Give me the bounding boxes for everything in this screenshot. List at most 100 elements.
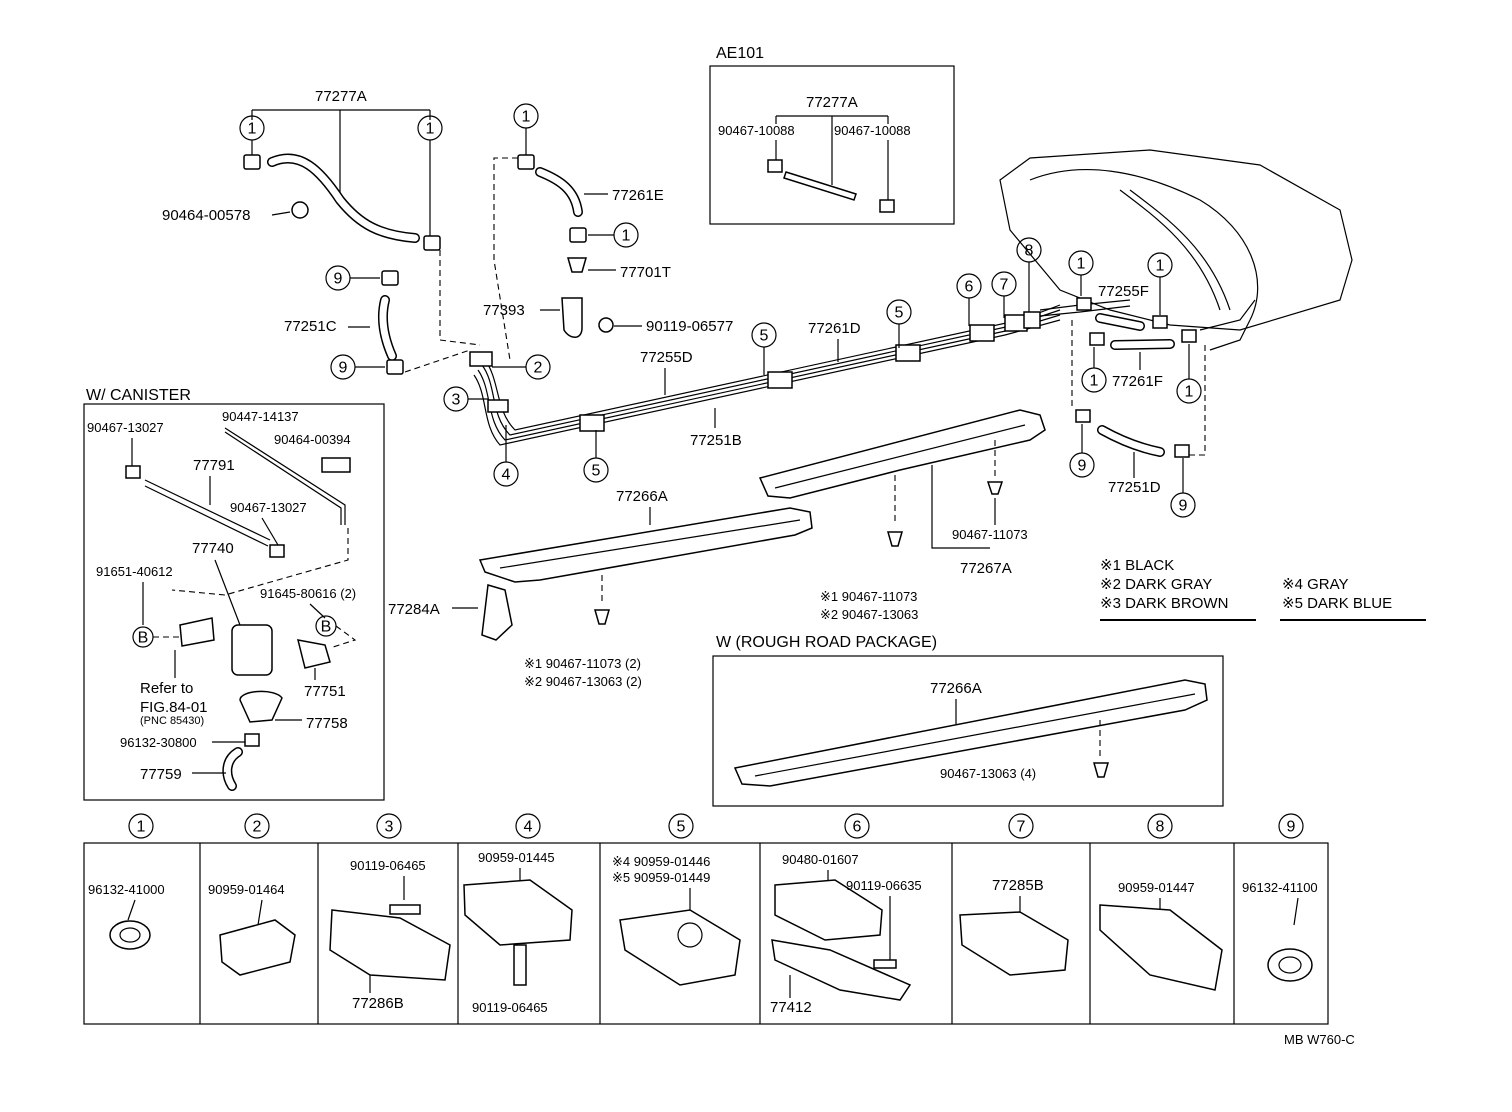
clamp-icon [767,371,793,389]
label-77266A: 77266A [616,488,668,505]
diagram-code: MB W760-C [1284,1032,1355,1047]
table-col-5: 5 [668,813,694,839]
c8-label: 90959-01447 [1118,880,1195,895]
grommet-icon [594,609,610,625]
circle-5-a: 5 [583,457,609,483]
circle-9-c: 9 [1069,452,1095,478]
label-90467-11073-a: 90467-11073 [952,527,1028,542]
clip-icon [1076,297,1092,311]
clip-icon [381,270,399,286]
bolt-icon [598,317,614,333]
label-90467-13027-b: 90467-13027 [230,500,307,515]
label-77255D: 77255D [640,349,693,366]
rough-road-box: W (ROUGH ROAD PACKAGE) 77266A 90467-1306… [712,634,1224,807]
note-left-1: ※1 90467-11073 (2) [524,656,641,671]
c3-label-b: 77286B [352,995,404,1012]
clip-icon [879,199,895,213]
clamp-icon [1099,904,1223,991]
c5-label-a: ※4 90959-01446 [612,854,710,869]
svg-text:4: 4 [502,467,511,484]
protector-77267A: 90467-11073 77267A ※1 90467-11073 ※2 904… [758,409,1046,622]
note-left-2: ※2 90467-13063 (2) [524,674,642,689]
circle-9-b: 9 [330,354,356,380]
circle-8-a: 8 [1016,237,1042,263]
clip-icon [386,359,404,375]
label-77393: 77393 [483,302,525,319]
table-col-4: 4 [515,813,541,839]
label-77791: 77791 [193,457,235,474]
svg-text:1: 1 [137,819,146,836]
ae101-label-77277A: 77277A [806,94,858,111]
c9-label: 96132-41100 [1242,880,1318,895]
clamp-icon [463,879,573,946]
c5-label-b: ※5 90959-01449 [612,870,710,885]
clip-icon [1075,409,1091,423]
clamp-icon [619,909,741,986]
circle-5-c: 5 [886,299,912,325]
legend-4: ※4 GRAY [1282,576,1348,593]
svg-text:9: 9 [1287,819,1296,836]
legend-2: ※2 DARK GRAY [1100,576,1212,593]
svg-text:1: 1 [426,121,435,138]
clip-icon [517,154,535,170]
bracket-icon [771,939,912,1001]
rough-road-title: W (ROUGH ROAD PACKAGE) [716,634,937,651]
circle-1-b: 1 [417,115,443,141]
clip-icon [1152,315,1168,329]
label-90467-13027-a: 90467-13027 [87,420,164,435]
fuel-tank-icon [999,149,1353,331]
circle-1-e: 1 [1068,250,1094,276]
clamp-icon [329,909,451,981]
table-col-3: 3 [376,813,402,839]
svg-text:1: 1 [1077,256,1086,273]
svg-text:4: 4 [524,819,533,836]
cup-icon [239,690,283,723]
fuel-tank-assembly: 1 1 77255F 1 77261F 1 [999,149,1353,518]
canister-title: W/ CANISTER [86,387,191,404]
svg-text:1: 1 [622,228,631,245]
grommet-icon [321,457,351,473]
svg-text:9: 9 [339,360,348,377]
label-91645-80616: 91645-80616 (2) [260,586,356,601]
svg-text:6: 6 [965,279,974,296]
legend-1: ※1 BLACK [1100,557,1174,574]
svg-text:9: 9 [334,271,343,288]
assembly-77277A: 77277A 1 1 90464-00578 [162,88,443,251]
svg-text:8: 8 [1156,819,1165,836]
label-77255F: 77255F [1098,283,1149,300]
grommet-icon [291,201,309,219]
clip-icon [109,920,151,950]
refer-2: FIG.84-01 [140,699,208,716]
canister-box: W/ CANISTER 90467-13027 90447-14137 9046… [83,387,385,801]
label-77261D: 77261D [808,320,861,337]
label-90447-14137: 90447-14137 [222,409,299,424]
note-mid-2: ※2 90467-13063 [820,607,918,622]
circle-6-a: 6 [956,273,982,299]
circle-4-a: 4 [493,461,519,487]
circle-7-a: 7 [991,271,1017,297]
clamp-icon [774,879,883,941]
label-90464-00578: 90464-00578 [162,207,250,224]
svg-text:7: 7 [1017,819,1026,836]
clip-icon [767,159,783,173]
bracket-icon [481,584,513,641]
c6-label-c: 77412 [770,999,812,1016]
c4-label-b: 90119-06465 [472,1000,548,1015]
label-96132-30800: 96132-30800 [120,735,197,750]
clip-icon [125,465,141,479]
clip-icon [1181,329,1197,343]
legend-5: ※5 DARK BLUE [1282,595,1392,612]
svg-text:2: 2 [534,360,543,377]
color-legend: ※1 BLACK ※2 DARK GRAY ※3 DARK BROWN ※4 G… [1100,557,1426,621]
hose-icon [783,171,857,201]
c7-label: 77285B [992,877,1044,894]
clamp-icon [219,919,296,976]
refer-3: (PNC 85430) [140,715,204,727]
label-77284A: 77284A [388,601,440,618]
c2-label: 90959-01464 [208,882,285,897]
svg-text:9: 9 [1078,458,1087,475]
ae101-box: AE101 77277A 90467-10088 90467-10088 [709,45,955,225]
circle-2-a: 2 [525,354,551,380]
protector-77266A: 77266A 77284A ※1 90467-11073 (2) ※2 9046… [388,488,813,689]
